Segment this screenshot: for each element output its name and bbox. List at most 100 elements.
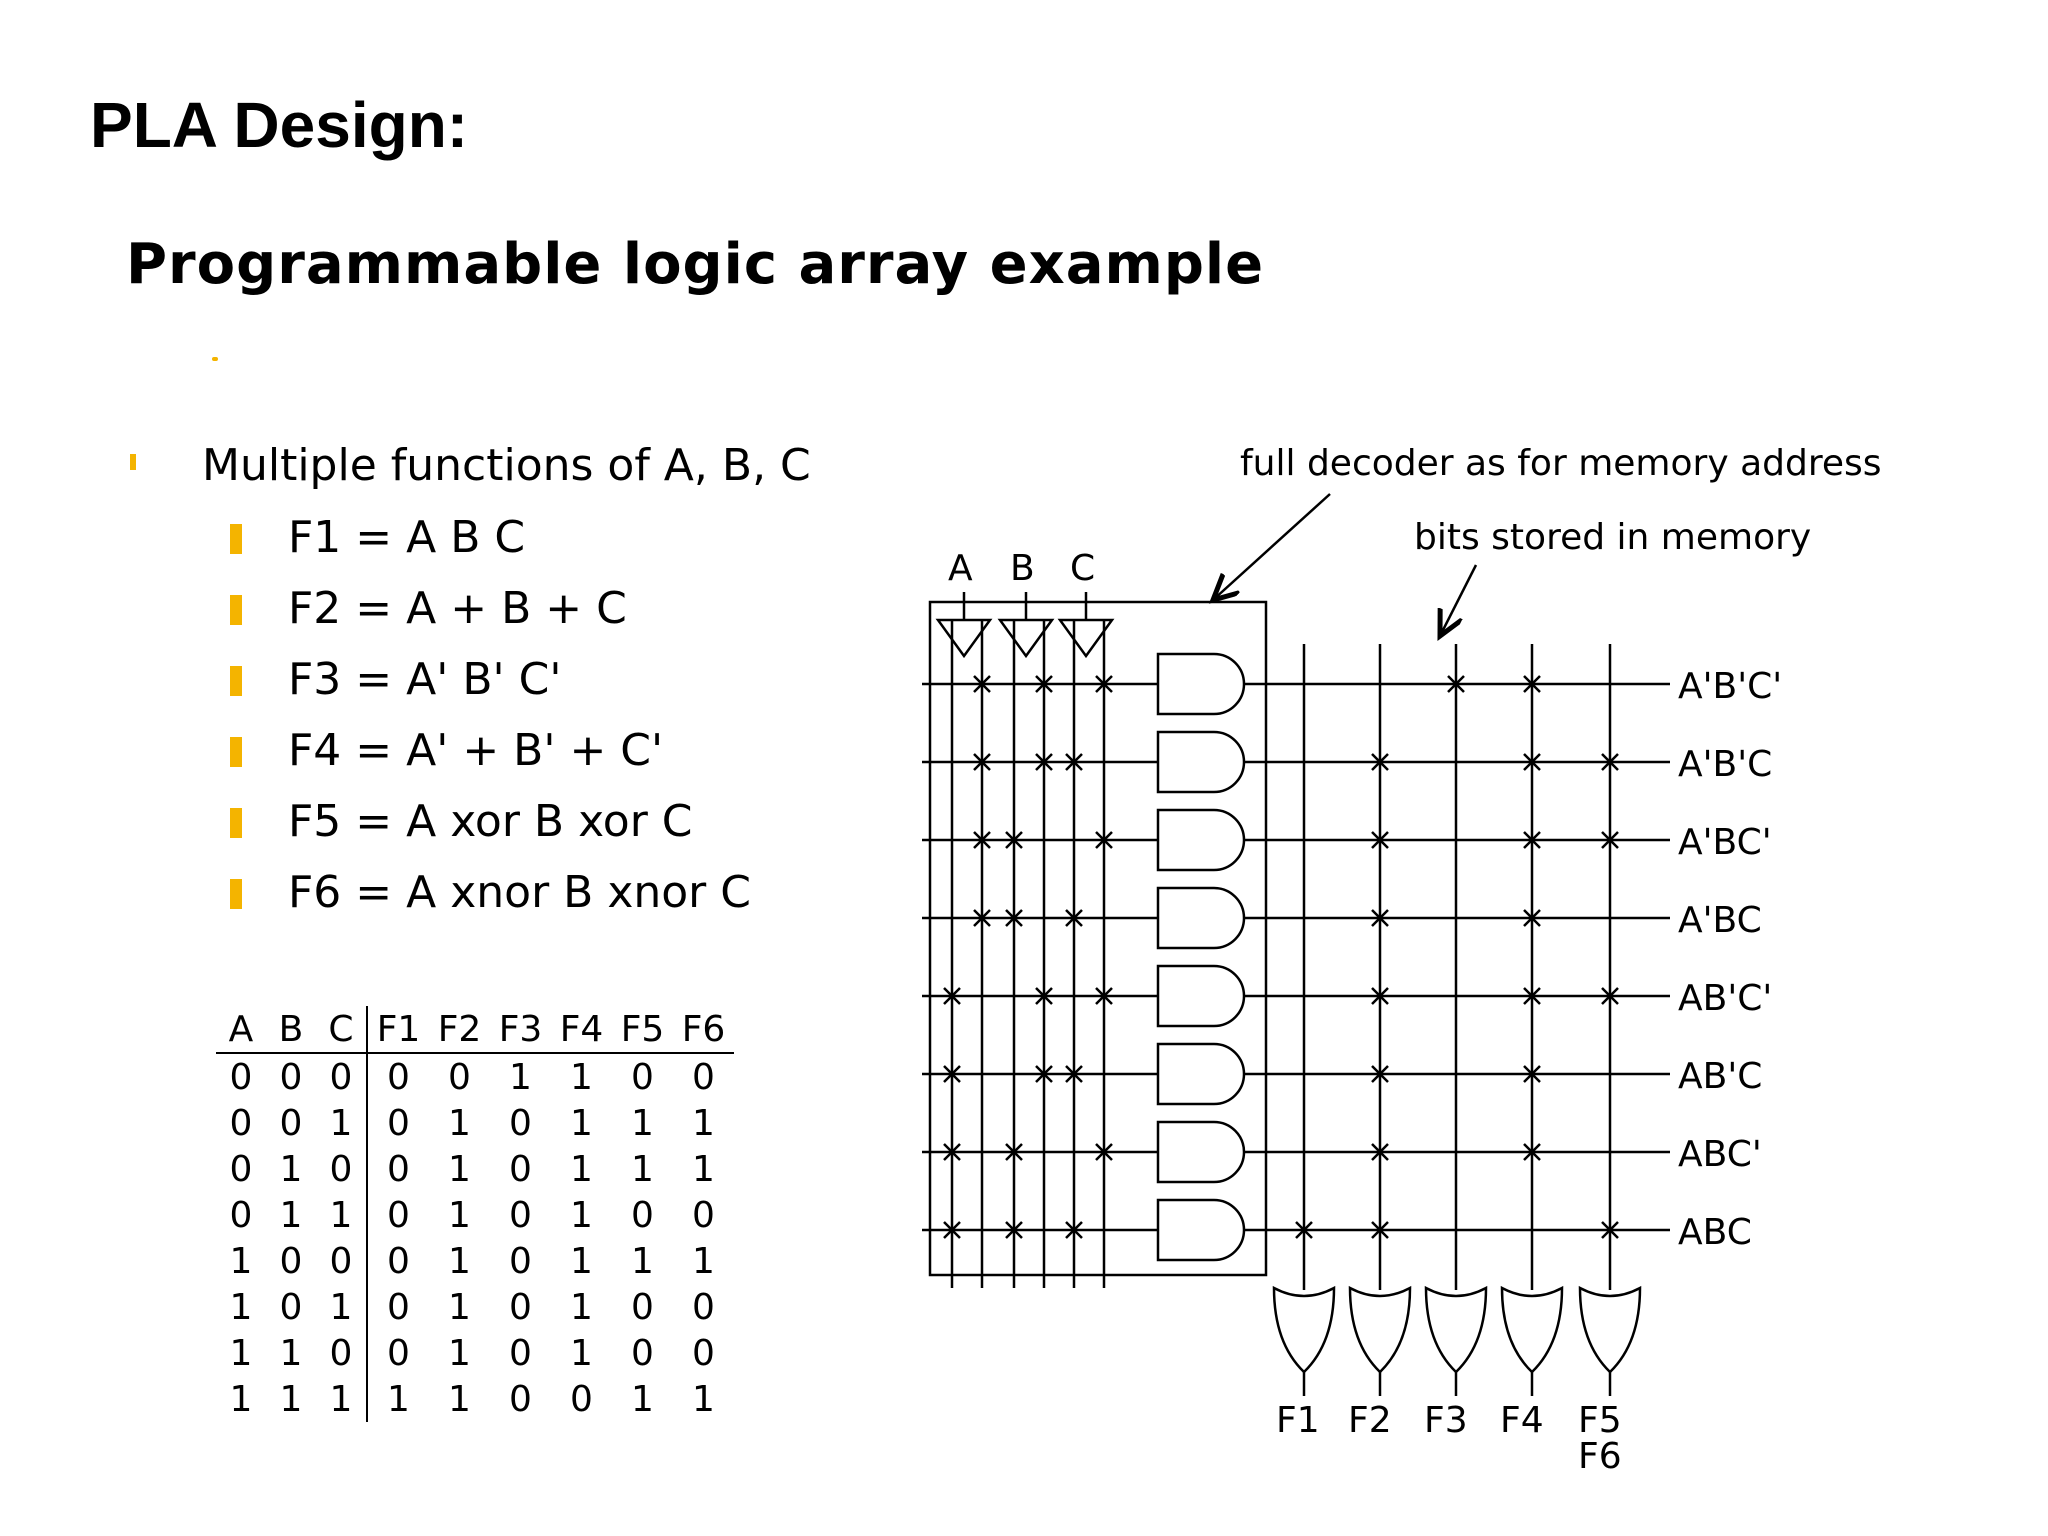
and-gate-icon [1156,808,1246,872]
connection-mark [1371,1143,1389,1161]
truth-table-cell: 0 [229,1194,253,1236]
minterm-label: A'B'C' [1678,666,1782,707]
connection-mark [943,1221,961,1239]
input-label: B [1010,548,1035,589]
connection-mark [1523,753,1541,771]
minterm-label: AB'C' [1678,978,1772,1019]
minterm-label: A'B'C [1678,744,1772,785]
connection-mark [1447,675,1465,693]
truth-table-cell: 0 [279,1056,303,1098]
output-label: F6 [1578,1436,1622,1477]
connection-mark [1371,987,1389,1005]
or-gate-icon [1424,1285,1488,1374]
truth-table-cell: 1 [509,1056,532,1098]
decoder-arrow [1213,493,1331,600]
truth-table-cell: 1 [448,1102,471,1144]
connection-mark [1295,1221,1313,1239]
connection-mark [1601,987,1619,1005]
truth-table-cell: 0 [387,1056,410,1098]
bullet-marker-icon [230,737,242,767]
and-gate-icon [1156,652,1246,716]
truth-table-cell: 0 [509,1148,532,1190]
connection-mark [1523,987,1541,1005]
connection-mark [1035,987,1053,1005]
connection-mark [1065,753,1083,771]
function-text: F4 = A' + B' + C' [288,725,664,776]
output-label: F5 [1578,1400,1622,1441]
connection-mark [943,987,961,1005]
annotation-memory: bits stored in memory [1414,517,1811,558]
truth-table-cell: 1 [279,1332,303,1374]
minterm-label: AB'C [1678,1056,1762,1097]
connection-mark [1005,909,1023,927]
truth-table-cell: 0 [229,1148,253,1190]
or-gate-icon [1348,1285,1412,1374]
truth-table-cell: 1 [448,1332,471,1374]
connection-mark [1035,753,1053,771]
connection-mark [1065,1221,1083,1239]
bullet-marker-icon [230,666,242,696]
connection-mark [1523,909,1541,927]
truth-table-cell: 1 [570,1332,593,1374]
input-label: A [948,548,973,589]
output-label: F2 [1348,1400,1392,1441]
connection-mark [1523,675,1541,693]
slide-title: Programmable logic array example [126,232,1265,297]
truth-table-cell: 0 [316,1330,368,1376]
minterm-label: ABC' [1678,1134,1762,1175]
minterm-label: A'BC' [1678,822,1772,863]
truth-table-cell: 0 [279,1240,303,1282]
truth-table-header: C [316,1006,368,1054]
truth-table-cell: 1 [570,1148,593,1190]
and-gate-icon [1156,1120,1246,1184]
connection-mark [1371,831,1389,849]
truth-table-cell: 0 [387,1286,410,1328]
and-gate-icon [1156,730,1246,794]
truth-table-cell: 0 [631,1194,654,1236]
minterm-label: ABC [1678,1212,1752,1253]
connection-mark [1601,1221,1619,1239]
connection-mark [1371,753,1389,771]
truth-table-cell: 1 [229,1378,253,1420]
function-text: F2 = A + B + C [288,583,627,634]
bullet-marker-icon [130,454,136,470]
truth-table-cell: 0 [387,1102,410,1144]
page-title: PLA Design: [90,89,469,161]
connection-mark [973,909,991,927]
truth-table-cell: 1 [279,1378,303,1420]
truth-table-header: F5 [612,1006,673,1054]
truth-table-cell: 0 [387,1148,410,1190]
truth-table-cell: 1 [387,1378,410,1420]
connection-mark [943,1143,961,1161]
or-gate-icon [1500,1285,1564,1374]
truth-table-cell: 0 [316,1238,368,1284]
truth-table-cell: 1 [448,1378,471,1420]
truth-table-cell: 0 [229,1056,253,1098]
function-text: F3 = A' B' C' [288,654,562,705]
truth-table-cell: 1 [692,1148,715,1190]
truth-table-cell: 0 [316,1146,368,1192]
truth-table-cell: 1 [692,1240,715,1282]
truth-table-cell: 0 [509,1286,532,1328]
connection-mark [1035,1065,1053,1083]
truth-table-cell: 1 [692,1102,715,1144]
truth-table-cell: 0 [387,1332,410,1374]
truth-table-cell: 1 [570,1240,593,1282]
decoder-box [928,600,1268,1277]
connection-mark [973,831,991,849]
connection-mark [1095,675,1113,693]
truth-table-cell: 0 [692,1056,715,1098]
truth-table-cell: 1 [631,1148,654,1190]
truth-table-header-row: A B C F1 F2 F3 F4 F5 F6 [216,1006,734,1054]
truth-table-cell: 1 [692,1378,715,1420]
or-gate-icon [1272,1285,1336,1374]
truth-table-cell: 1 [570,1056,593,1098]
truth-table-cell: 1 [316,1100,368,1146]
